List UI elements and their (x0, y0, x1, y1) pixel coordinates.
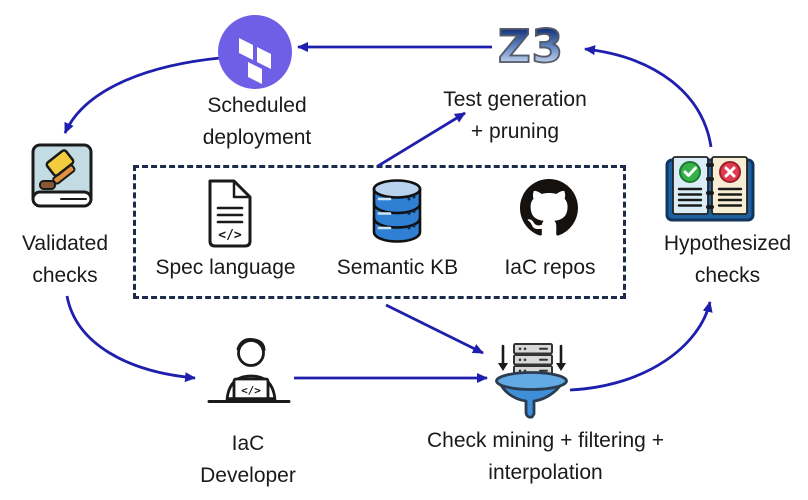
scheduled-deployment-label: Scheduled deployment (202, 94, 312, 149)
spec-document-icon: </> (208, 179, 252, 248)
svg-text:</>: </> (218, 228, 242, 243)
z3-logo: Z3 (486, 19, 576, 74)
spec-language-label: Spec language (155, 256, 296, 279)
check-mining-label: Check mining + filtering + interpolation (427, 429, 664, 484)
notebook-pass-fail-icon (665, 156, 755, 222)
edge-hypothesized-to-z3 (584, 45, 713, 148)
funnel-servers-icon (495, 343, 568, 419)
book-gavel-icon (31, 143, 93, 208)
iac-repos-label: IaC repos (504, 256, 596, 279)
edge-mining-to-hypothesized (569, 301, 713, 392)
github-icon (520, 179, 578, 236)
test-generation-label: Test generation + pruning (443, 88, 587, 143)
developer-laptop-icon: </> (207, 338, 291, 403)
database-icon (372, 179, 422, 243)
terraform-icon (218, 15, 292, 89)
semantic-kb-label: Semantic KB (336, 256, 459, 279)
edge-box-to-mining (385, 303, 484, 355)
hypothesized-checks-label: Hypothesized checks (663, 232, 792, 287)
edge-validated-to-developer (65, 295, 196, 383)
validated-checks-label: Validated checks (21, 232, 108, 287)
iac-developer-label: IaC Developer (200, 432, 296, 487)
svg-text:</>: </> (241, 384, 261, 397)
